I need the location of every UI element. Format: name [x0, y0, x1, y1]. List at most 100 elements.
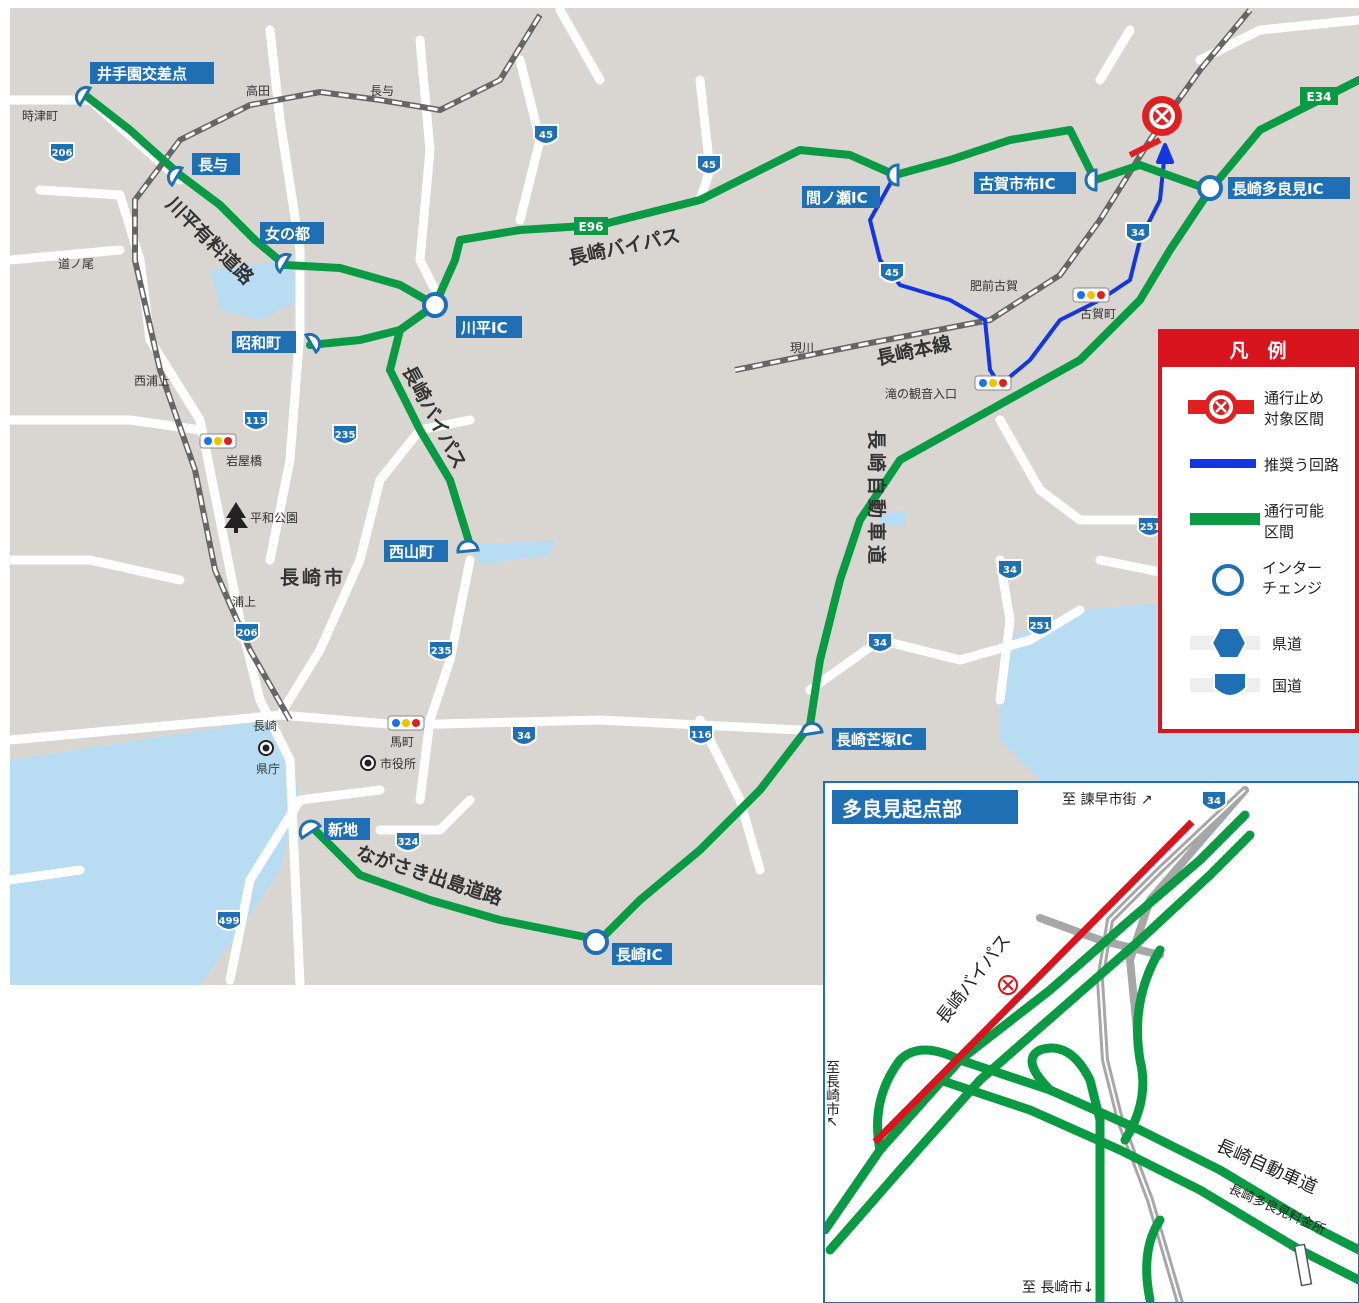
legend-closed-line2: 対象区間	[1264, 410, 1324, 428]
urakami-label: 浦上	[232, 595, 256, 609]
minor-roads	[5, 5, 1359, 990]
kogaichinou-label: 古賀市布IC	[979, 175, 1056, 193]
route-34-label: 34	[1003, 565, 1017, 576]
manose-marker	[886, 163, 900, 187]
city-hall-icon	[360, 755, 376, 771]
kogaichinou-marker	[1084, 168, 1098, 192]
inset-to-isahaya: 至 諫早市街 ↗	[1062, 791, 1153, 808]
closed-section	[1128, 137, 1162, 158]
hizen-koga-label: 肥前古賀	[970, 278, 1018, 293]
route-251-label: 251	[1030, 621, 1051, 632]
shinchi-label: 新地	[328, 821, 358, 839]
city-hall-label: 市役所	[380, 756, 416, 771]
manose-label: 間ノ瀬IC	[806, 189, 868, 207]
isahaya-tarami-label: 長崎多良見IC	[1232, 180, 1324, 198]
route-34-label: 34	[1131, 228, 1145, 239]
inset-to-nagasaki-left: 至長崎市↙	[824, 1060, 840, 1128]
route-113-label: 113	[246, 416, 267, 427]
legend-recommended: 推奨う回路	[1264, 456, 1339, 474]
route-45-label: 45	[539, 130, 553, 141]
ideen-label: 井手園交差点	[97, 65, 187, 83]
inset-closure-icon	[1002, 979, 1014, 991]
nagayo-town-label: 長与	[370, 84, 394, 98]
legend-ic-line2: チェンジ	[1262, 579, 1322, 597]
toll-gate-marker	[1293, 1243, 1313, 1287]
isahaya-tarami-ic-marker	[1197, 175, 1223, 201]
legend-open-line1: 通行可能	[1264, 502, 1324, 520]
showamachi-label: 昭和町	[236, 334, 281, 352]
shibatsuka-label: 長崎芒塚IC	[836, 731, 913, 749]
traffic-signals	[199, 287, 1110, 731]
nishiurakami-label: 西浦上	[134, 374, 170, 388]
shibatsuka-marker	[800, 721, 824, 737]
kawahira-ic-marker	[422, 292, 448, 318]
nagasaki-ic-marker	[583, 929, 609, 955]
ideen-marker	[74, 85, 93, 108]
takada-label: 高田	[246, 83, 270, 98]
inset-route-34-label: 34	[1207, 796, 1221, 807]
landmarks	[224, 502, 376, 771]
route-116-label: 116	[691, 730, 712, 741]
koga-town-label: 古賀町	[1080, 306, 1116, 321]
legend-ic-line1: インター	[1262, 559, 1322, 577]
railway	[132, 8, 1253, 722]
inset-map: 34 多良見起点部 至 諫早市街 ↗ 至長崎市↙ 至 長崎市↓ 長崎バイパス 長…	[823, 781, 1359, 1303]
route-499-label: 499	[219, 916, 240, 927]
inset-title: 多良見起点部	[842, 797, 962, 821]
showamachi-marker	[303, 332, 322, 355]
place-labels: 時津町 高田 長与 道ノ尾 西浦上 岩屋橋 平和公園 長崎市 浦上 長崎 県庁 …	[22, 83, 1116, 776]
city-label: 長崎市	[280, 566, 346, 589]
prefectural-office-icon	[258, 740, 274, 756]
tokitsu-label: 時津町	[22, 109, 58, 123]
heiwa-park-label: 平和公園	[250, 511, 298, 525]
e34-badge: E34	[1307, 90, 1332, 104]
pref-road-legend-icon	[1210, 627, 1248, 659]
nagasaki-ic-label: 長崎IC	[616, 946, 663, 964]
michinoo-label: 道ノ尾	[58, 257, 94, 271]
legend-pref-road: 県道	[1272, 635, 1302, 653]
umamachi-label: 馬町	[390, 735, 414, 749]
interchange-legend-icon	[1212, 564, 1244, 596]
inset-to-nagasaki-bottom: 至 長崎市↓	[1022, 1279, 1094, 1296]
nagayo-marker	[166, 165, 185, 188]
half-interchange-markers	[74, 85, 1098, 841]
legend-national-road: 国道	[1272, 677, 1302, 695]
route-34-label: 34	[873, 638, 887, 649]
national-road-legend-icon	[1213, 672, 1247, 697]
utsutsugawa-label: 現川	[790, 341, 814, 355]
route-45-label: 45	[885, 268, 899, 279]
legend-title: 凡 例	[1229, 339, 1286, 362]
route-34-label: 34	[517, 731, 531, 742]
route-206-label: 206	[52, 148, 73, 159]
kawahira-label: 川平IC	[460, 319, 508, 337]
inset-closed-section	[872, 819, 1195, 1145]
legend-open-line2: 区間	[1264, 523, 1294, 541]
route-206-label: 206	[237, 628, 258, 639]
interchange-circles	[422, 175, 1223, 955]
takinokannon-label: 滝の観音入口	[885, 386, 957, 401]
legend: 凡 例 通行止め 対象区間 推奨う回路 通行可能 区間 インター チェンジ 県道…	[1158, 329, 1359, 733]
route-235-label: 235	[335, 430, 356, 441]
nagasaki-station-label: 長崎	[253, 719, 277, 733]
expressway-codes: E96 E34	[574, 87, 1338, 235]
nagayo-label: 長与	[198, 156, 228, 174]
iwayabashi-label: 岩屋橋	[226, 453, 262, 468]
onnanoto-marker	[274, 252, 293, 275]
closure-legend-icon	[1215, 401, 1227, 413]
park-tree-icon	[224, 502, 248, 533]
route-324-label: 324	[398, 837, 419, 848]
legend-closed-line1: 通行止め	[1264, 389, 1324, 407]
shinchi-marker	[298, 819, 323, 841]
route-251-label: 251	[1140, 522, 1161, 533]
recommended-detour	[868, 143, 1174, 387]
expressway-label: 長崎自動車道	[865, 430, 888, 568]
e96-badge: E96	[579, 220, 604, 234]
onnanoto-label: 女の都	[265, 225, 310, 243]
route-45-label: 45	[702, 160, 716, 171]
prefectural-office-label: 県庁	[256, 762, 280, 776]
nishiyamamachi-label: 西山町	[389, 543, 434, 561]
closure-symbol	[1142, 96, 1182, 136]
route-shields: 206 45 45 45 113 235 206 235 34 116 34 3…	[49, 124, 1163, 931]
route-235-label: 235	[431, 646, 452, 657]
